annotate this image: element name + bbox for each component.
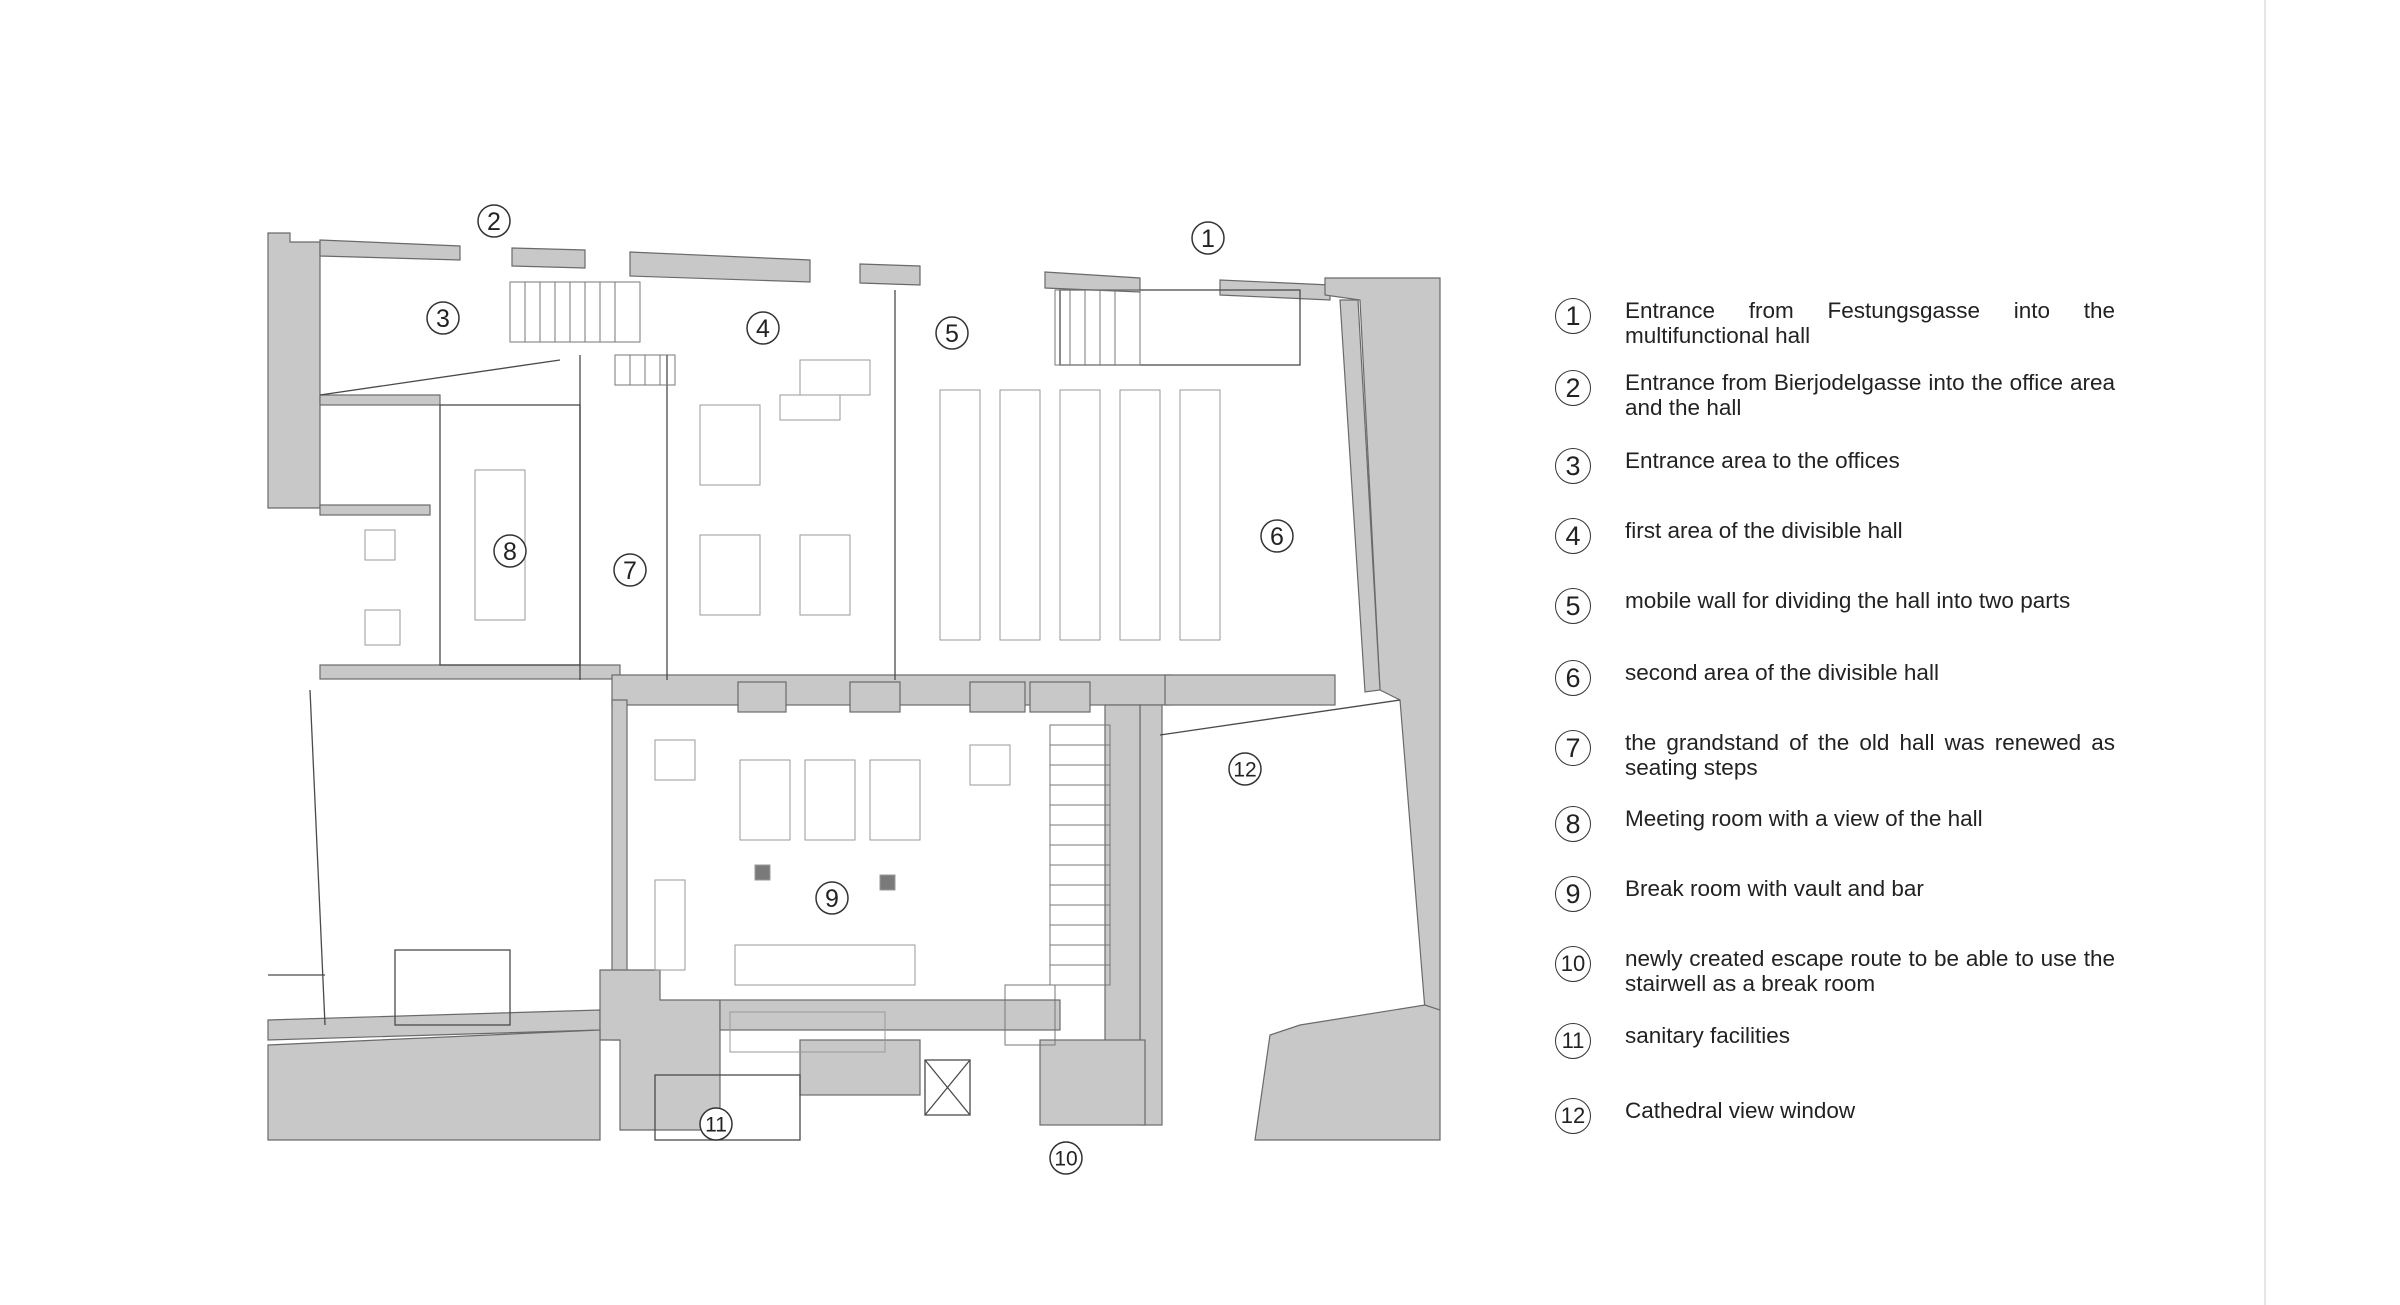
legend-text: Break room with vault and bar [1625,876,1924,901]
legend-number: 12 [1555,1098,1591,1134]
marker-label-8: 8 [503,538,517,566]
legend-number: 8 [1555,806,1591,842]
marker-label-12: 12 [1233,759,1256,782]
legend-number: 2 [1555,370,1591,406]
marker-11 [699,1107,733,1141]
marker-3 [426,301,460,335]
marker-5 [935,316,969,350]
legend-number: 9 [1555,876,1591,912]
legend-item-8: 8 Meeting room with a view of the hall [1555,806,2115,842]
floor-plan: 1 2 3 4 5 6 7 8 9 10 11 12 [267,204,1441,1175]
legend-text: mobile wall for dividing the hall into t… [1625,588,2071,613]
plan-furniture [364,359,1221,1053]
legend-item-7: 7 the grandstand of the old hall was ren… [1555,730,2115,780]
legend-item-9: 9 Break room with vault and bar [1555,876,2115,912]
plan-walls [267,232,1441,1141]
plan-linework [268,281,1401,1141]
legend-item-12: 12 Cathedral view window [1555,1098,2115,1134]
marker-4 [746,311,780,345]
legend-item-5: 5 mobile wall for dividing the hall into… [1555,588,2115,624]
legend-item-10: 10 newly created escape route to be able… [1555,946,2115,996]
marker-2 [477,204,511,238]
legend-number: 5 [1555,588,1591,624]
legend-text: the grandstand of the old hall was renew… [1625,730,2115,780]
legend-item-11: 11 sanitary facilities [1555,1023,2115,1059]
marker-label-3: 3 [436,305,450,333]
legend-text: newly created escape route to be able to… [1625,946,2115,996]
legend-number: 1 [1555,298,1591,334]
legend-text: Entrance from Bierjodelgasse into the of… [1625,370,2115,420]
marker-12 [1228,752,1262,786]
legend-item-6: 6 second area of the divisible hall [1555,660,2115,696]
marker-10 [1049,1141,1083,1175]
legend-text: Entrance area to the offices [1625,448,1900,473]
legend-text: Entrance from Festungsgasse into the mul… [1625,298,2115,348]
marker-label-7: 7 [623,557,637,585]
marker-6 [1260,519,1294,553]
marker-label-1: 1 [1201,225,1215,253]
marker-9 [815,881,849,915]
legend-text: Cathedral view window [1625,1098,1856,1123]
marker-1 [1191,221,1225,255]
marker-label-2: 2 [487,208,501,236]
legend-text: first area of the divisible hall [1625,518,1903,543]
marker-8 [493,534,527,568]
marker-7 [613,553,647,587]
marker-label-6: 6 [1270,523,1284,551]
legend-number: 11 [1555,1023,1591,1059]
legend-item-4: 4 first area of the divisible hall [1555,518,2115,554]
marker-label-9: 9 [825,885,839,913]
legend-text: second area of the divisible hall [1625,660,1939,685]
plan-markers [426,204,1294,1175]
legend-item-1: 1 Entrance from Festungsgasse into the m… [1555,298,2115,348]
legend-number: 6 [1555,660,1591,696]
legend-number: 3 [1555,448,1591,484]
legend-number: 10 [1555,946,1591,982]
legend-item-3: 3 Entrance area to the offices [1555,448,2115,484]
legend-text: Meeting room with a view of the hall [1625,806,1983,831]
legend-number: 4 [1555,518,1591,554]
page-divider-line [2264,0,2266,1305]
plan-marker-labels: 1 2 3 4 5 6 7 8 9 10 11 12 [436,208,1284,1171]
legend-number: 7 [1555,730,1591,766]
legend-text: sanitary facilities [1625,1023,1791,1048]
marker-label-11: 11 [705,1114,727,1137]
marker-label-5: 5 [945,320,959,348]
marker-label-10: 10 [1054,1148,1077,1171]
legend-item-2: 2 Entrance from Bierjodelgasse into the … [1555,370,2115,420]
marker-label-4: 4 [756,315,770,343]
